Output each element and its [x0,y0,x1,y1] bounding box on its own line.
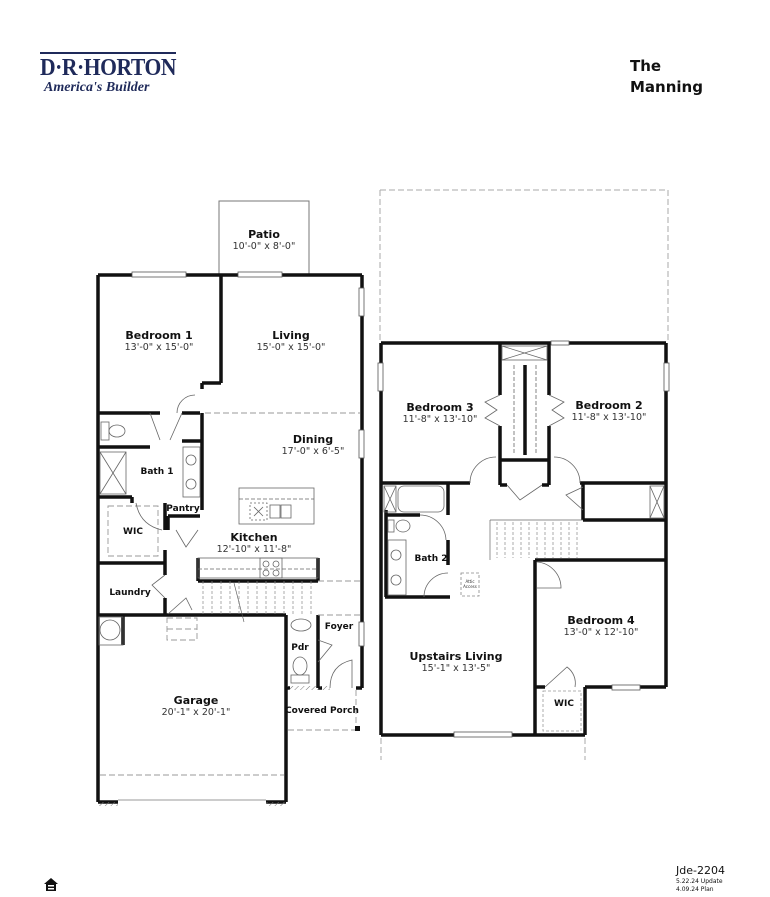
attic-access-line1: Attic [465,579,474,584]
bath1-fixtures [98,421,312,684]
kitchen-island [238,487,315,525]
second-floor-closets [383,345,665,519]
garage-hatch-left [98,802,118,806]
room-name-covered-porch: Covered Porch [285,706,359,716]
equal-housing-opportunity-icon [44,878,58,891]
room-name-bedroom1: Bedroom 1 [125,329,192,342]
second-floor-walls [379,341,668,737]
second-floor-stairs [489,519,583,560]
room-size-bedroom1: 13'-0" x 15'-0" [125,342,194,353]
room-name-bedroom3: Bedroom 3 [406,401,473,414]
room-name-patio: Patio [248,228,280,241]
attic-access-line2: Access [463,584,477,589]
room-size-bedroom4: 13'-0" x 12'-10" [564,627,639,638]
room-size-bedroom2: 11'-8" x 13'-10" [572,412,647,423]
room-size-kitchen: 12'-10" x 11'-8" [217,544,292,555]
room-size-living: 15'-0" x 15'-0" [257,342,326,353]
room-name-dining: Dining [293,433,333,446]
room-name-wic: WIC [123,527,143,537]
room-name-pantry: Pantry [166,504,200,514]
plan-title-line2: Manning [630,78,703,96]
porch-post [355,726,360,731]
brand-tagline: America's Builder [44,80,150,95]
second-floor-door-swings [419,394,584,732]
second-floor [377,189,670,760]
room-name-laundry: Laundry [109,588,151,598]
porch-hatch [287,686,319,690]
brand-name: D·R·HORTON [40,55,176,81]
room-name-pdr: Pdr [291,643,309,653]
room-size-patio: 10'-0" x 8'-0" [233,241,296,252]
first-floor-door-swings [135,394,353,689]
room-size-bedroom3: 11'-8" x 13'-10" [403,414,478,425]
first-floor-dashed-lines [100,412,360,776]
brand-logo: D·R·HORTON America's Builder [40,52,185,96]
garage-hatch-right [266,802,286,806]
first-floor-stairs [202,581,312,615]
first-floor [96,200,365,806]
room-name-upstairs-living: Upstairs Living [409,650,502,663]
room-name-bath2: Bath 2 [414,554,447,564]
first-floor-windows [131,271,365,647]
room-name-garage: Garage [174,694,219,707]
stair-direction-line [233,582,245,623]
bath2-fixtures [387,485,445,596]
room-name-foyer: Foyer [325,622,354,632]
room-name-bedroom4: Bedroom 4 [567,614,635,627]
room-name-bedroom2: Bedroom 2 [575,399,642,412]
plan-title: The Manning [630,56,703,98]
second-floor-labels: Bedroom 3 11'-8" x 13'-10" Bedroom 2 11'… [403,399,647,709]
room-name-bath1: Bath 1 [140,467,173,477]
logo-rule [40,52,176,54]
plan-code-block: Jde-2204 5.22.24 Update 4.09.24 Plan [676,864,725,894]
porch-hatch-2 [320,686,330,690]
plan-update-date: 5.22.24 Update [676,878,723,885]
room-size-dining: 17'-0" x 6'-5" [282,446,345,457]
plan-code: Jde-2204 [676,864,725,877]
room-name-kitchen: Kitchen [230,531,277,544]
first-floor-labels: Patio 10'-0" x 8'-0" Bedroom 1 13'-0" x … [109,228,359,718]
room-name-wic2: WIC [554,699,574,709]
room-name-living: Living [272,329,309,342]
room-size-upstairs-living: 15'-1" x 13'-5" [422,663,491,674]
roof-outline [379,189,669,760]
room-size-garage: 20'-1" x 20'-1" [162,707,231,718]
second-floor-windows [377,340,670,738]
plan-date: 4.09.24 Plan [676,886,714,893]
plan-title-line1: The [630,57,662,75]
kitchen-counter [197,557,319,579]
